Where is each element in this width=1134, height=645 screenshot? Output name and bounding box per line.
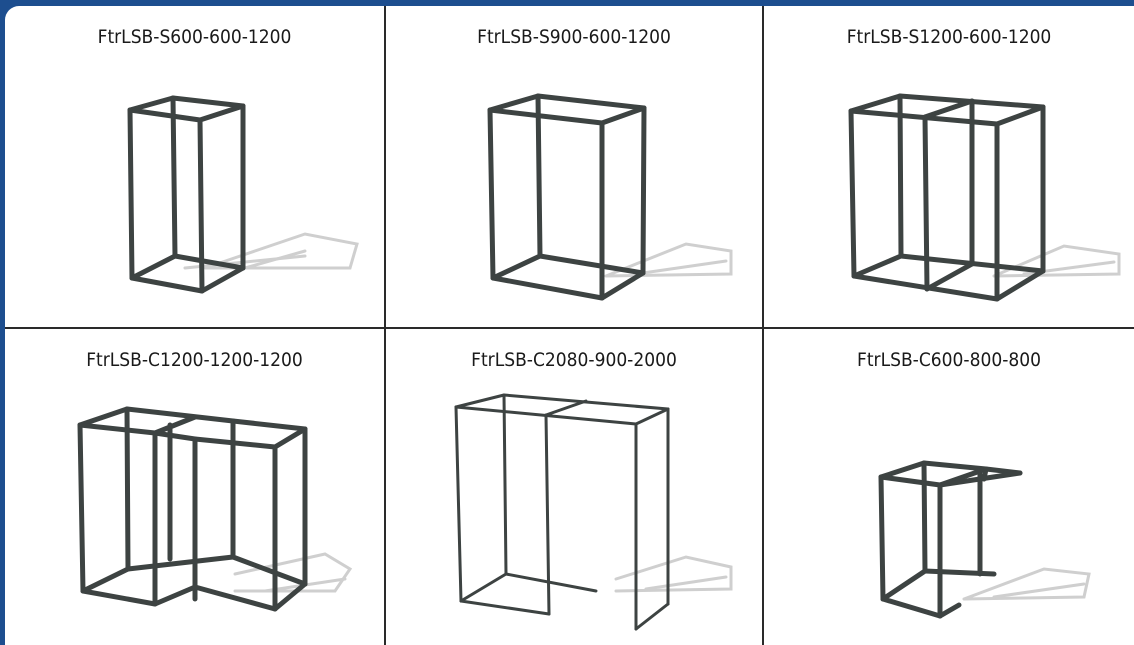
frame-rack-icon — [127, 95, 359, 294]
product-grid-panel: FtrLSB-S600-600-1200 — [5, 6, 1134, 645]
product-card-6[interactable]: FtrLSB-C600-800-800 — [764, 329, 1134, 645]
frame-rack-icon — [454, 393, 733, 631]
product-title: FtrLSB-C1200-1200-1200 — [86, 349, 303, 371]
product-grid: FtrLSB-S600-600-1200 — [5, 6, 1134, 645]
frame-rack-icon — [487, 93, 733, 301]
frame-rack-icon — [848, 93, 1121, 302]
product-title: FtrLSB-S900-600-1200 — [477, 26, 671, 48]
product-title: FtrLSB-S1200-600-1200 — [846, 26, 1052, 48]
product-title: FtrLSB-S600-600-1200 — [97, 26, 292, 48]
frame-rack-icon — [878, 460, 1091, 619]
product-title: FtrLSB-C2080-900-2000 — [471, 349, 677, 371]
product-card-5[interactable]: FtrLSB-C2080-900-2000 — [386, 329, 764, 645]
product-card-4[interactable]: FtrLSB-C1200-1200-1200 — [5, 329, 386, 645]
product-card-1[interactable]: FtrLSB-S600-600-1200 — [5, 6, 386, 329]
product-title: FtrLSB-C600-800-800 — [857, 349, 1041, 371]
product-card-3[interactable]: FtrLSB-S1200-600-1200 — [764, 6, 1134, 329]
frame-rack-icon — [77, 406, 353, 612]
product-card-2[interactable]: FtrLSB-S900-600-1200 — [386, 6, 764, 329]
